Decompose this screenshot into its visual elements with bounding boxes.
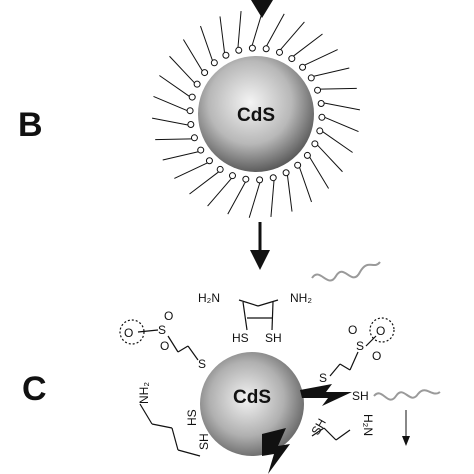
- surfactant-tail: [200, 25, 213, 61]
- surfactant-tail: [237, 11, 242, 48]
- surfactant-ligand-shell: [151, 10, 361, 218]
- surfactant-tail: [219, 16, 226, 53]
- thiol-label-right: SH: [265, 331, 282, 345]
- surfactant-head: [299, 63, 307, 71]
- surfactant-head: [317, 100, 325, 108]
- surfactant-head: [205, 157, 213, 165]
- surfactant-head: [314, 86, 322, 94]
- surfactant-tail: [169, 55, 195, 84]
- core-label-c: CdS: [233, 387, 271, 408]
- surfactant-tail: [324, 102, 361, 111]
- surfactant-head: [190, 134, 198, 142]
- surfactant-tail: [320, 87, 357, 90]
- surfactant-tail: [280, 21, 305, 50]
- surfactant-tail: [182, 39, 203, 71]
- surfactant-head: [294, 161, 302, 169]
- surfactant-tail: [251, 10, 264, 46]
- surfactant-tail: [174, 162, 208, 179]
- sulfonate-ligand-left: [119, 319, 199, 361]
- surfactant-head: [216, 165, 224, 173]
- sulfonate-right-o2: O: [348, 323, 357, 337]
- surfactant-tail: [286, 175, 293, 212]
- sulfonate-right-o1: O: [376, 324, 385, 338]
- cds-core-b: [198, 56, 314, 172]
- surfactant-head: [242, 175, 250, 183]
- surfactant-tail: [155, 138, 192, 141]
- surfactant-head: [318, 113, 326, 121]
- surfactant-head: [262, 45, 270, 53]
- surfactant-tail: [227, 181, 246, 215]
- surfactant-head: [197, 146, 205, 154]
- amine-label-right: NH₂: [290, 291, 312, 305]
- surfactant-tail: [309, 157, 330, 189]
- surfactant-head: [201, 69, 209, 77]
- surfactant-tail: [151, 117, 188, 126]
- diamine-dithiol-ligand: [238, 299, 279, 331]
- sulfonate-ligand-right: [329, 317, 395, 377]
- sulfonate-left-link: S: [198, 357, 206, 371]
- lightning-bolt-icon: [300, 384, 352, 406]
- surfactant-head: [187, 120, 195, 128]
- surfactant-head: [307, 74, 315, 82]
- lightning-bolt-icon: [262, 428, 290, 474]
- surfactant-tail: [162, 151, 199, 161]
- surfactant-head: [288, 55, 296, 63]
- sulfonate-right-s: S: [356, 339, 364, 353]
- panel-label-c: C: [22, 370, 47, 408]
- thiol-side-left-1: HS: [185, 409, 199, 426]
- thiol-side-left-2: SH: [197, 433, 211, 450]
- panel-label-b: B: [18, 106, 43, 144]
- surfactant-head: [311, 140, 319, 148]
- sulfonate-left-o1: O: [124, 326, 133, 340]
- sulfonate-left-o2: O: [164, 309, 173, 323]
- surfactant-tail: [159, 75, 190, 97]
- surfactant-head: [276, 48, 284, 56]
- surfactant-head: [248, 44, 256, 52]
- surfactant-tail: [189, 171, 219, 195]
- thiol-side-right: SH: [308, 416, 328, 437]
- surfactant-tail: [304, 49, 338, 66]
- surfactant-head: [256, 176, 264, 184]
- surfactant-tail: [324, 116, 359, 133]
- sulfonate-right-link: S: [319, 371, 327, 385]
- surfactant-head: [222, 51, 230, 59]
- sulfonate-left-o3: O: [160, 339, 169, 353]
- surfactant-head: [188, 93, 196, 101]
- surfactant-head: [193, 80, 201, 88]
- surfactant-head: [303, 151, 311, 159]
- arrow-down-icon: [402, 410, 410, 446]
- surfactant-head: [235, 46, 243, 54]
- surfactant-tail: [207, 178, 232, 207]
- sh-label-bolt: SH: [352, 389, 369, 403]
- surfactant-head: [282, 169, 290, 177]
- surfactant-head: [269, 174, 277, 182]
- diamine-dithiol-ligand-left: [139, 403, 201, 457]
- amine-side-left: NH₂: [137, 382, 151, 404]
- surfactant-tail: [299, 167, 312, 203]
- amine-label-left: H₂N: [198, 291, 220, 305]
- surfactant-tail: [322, 131, 353, 153]
- sulfonate-right-o3: O: [372, 349, 381, 363]
- arrow-down-icon: [250, 222, 270, 270]
- sulfonate-left-s: S: [158, 323, 166, 337]
- surfactant-tail: [248, 182, 261, 218]
- surfactant-tail: [293, 33, 323, 57]
- surfactant-head: [316, 127, 324, 135]
- surfactant-head: [210, 59, 218, 67]
- surfactant-tail: [313, 67, 350, 77]
- surfactant-tail: [153, 95, 188, 112]
- thiol-label-left: HS: [232, 331, 249, 345]
- diamine-dithiol-ligand-right: [311, 427, 351, 441]
- surfactant-tail: [317, 144, 343, 173]
- polymer-chain-top: [311, 261, 381, 282]
- surfactant-tail: [266, 13, 285, 47]
- surfactant-head: [186, 107, 194, 115]
- polymer-chain-right: [373, 389, 441, 401]
- arrow-down-icon: [251, 0, 273, 18]
- core-label-b: CdS: [237, 105, 275, 126]
- surfactant-tail: [270, 180, 275, 217]
- amine-side-right: H₂N: [361, 414, 375, 436]
- surfactant-head: [228, 172, 236, 180]
